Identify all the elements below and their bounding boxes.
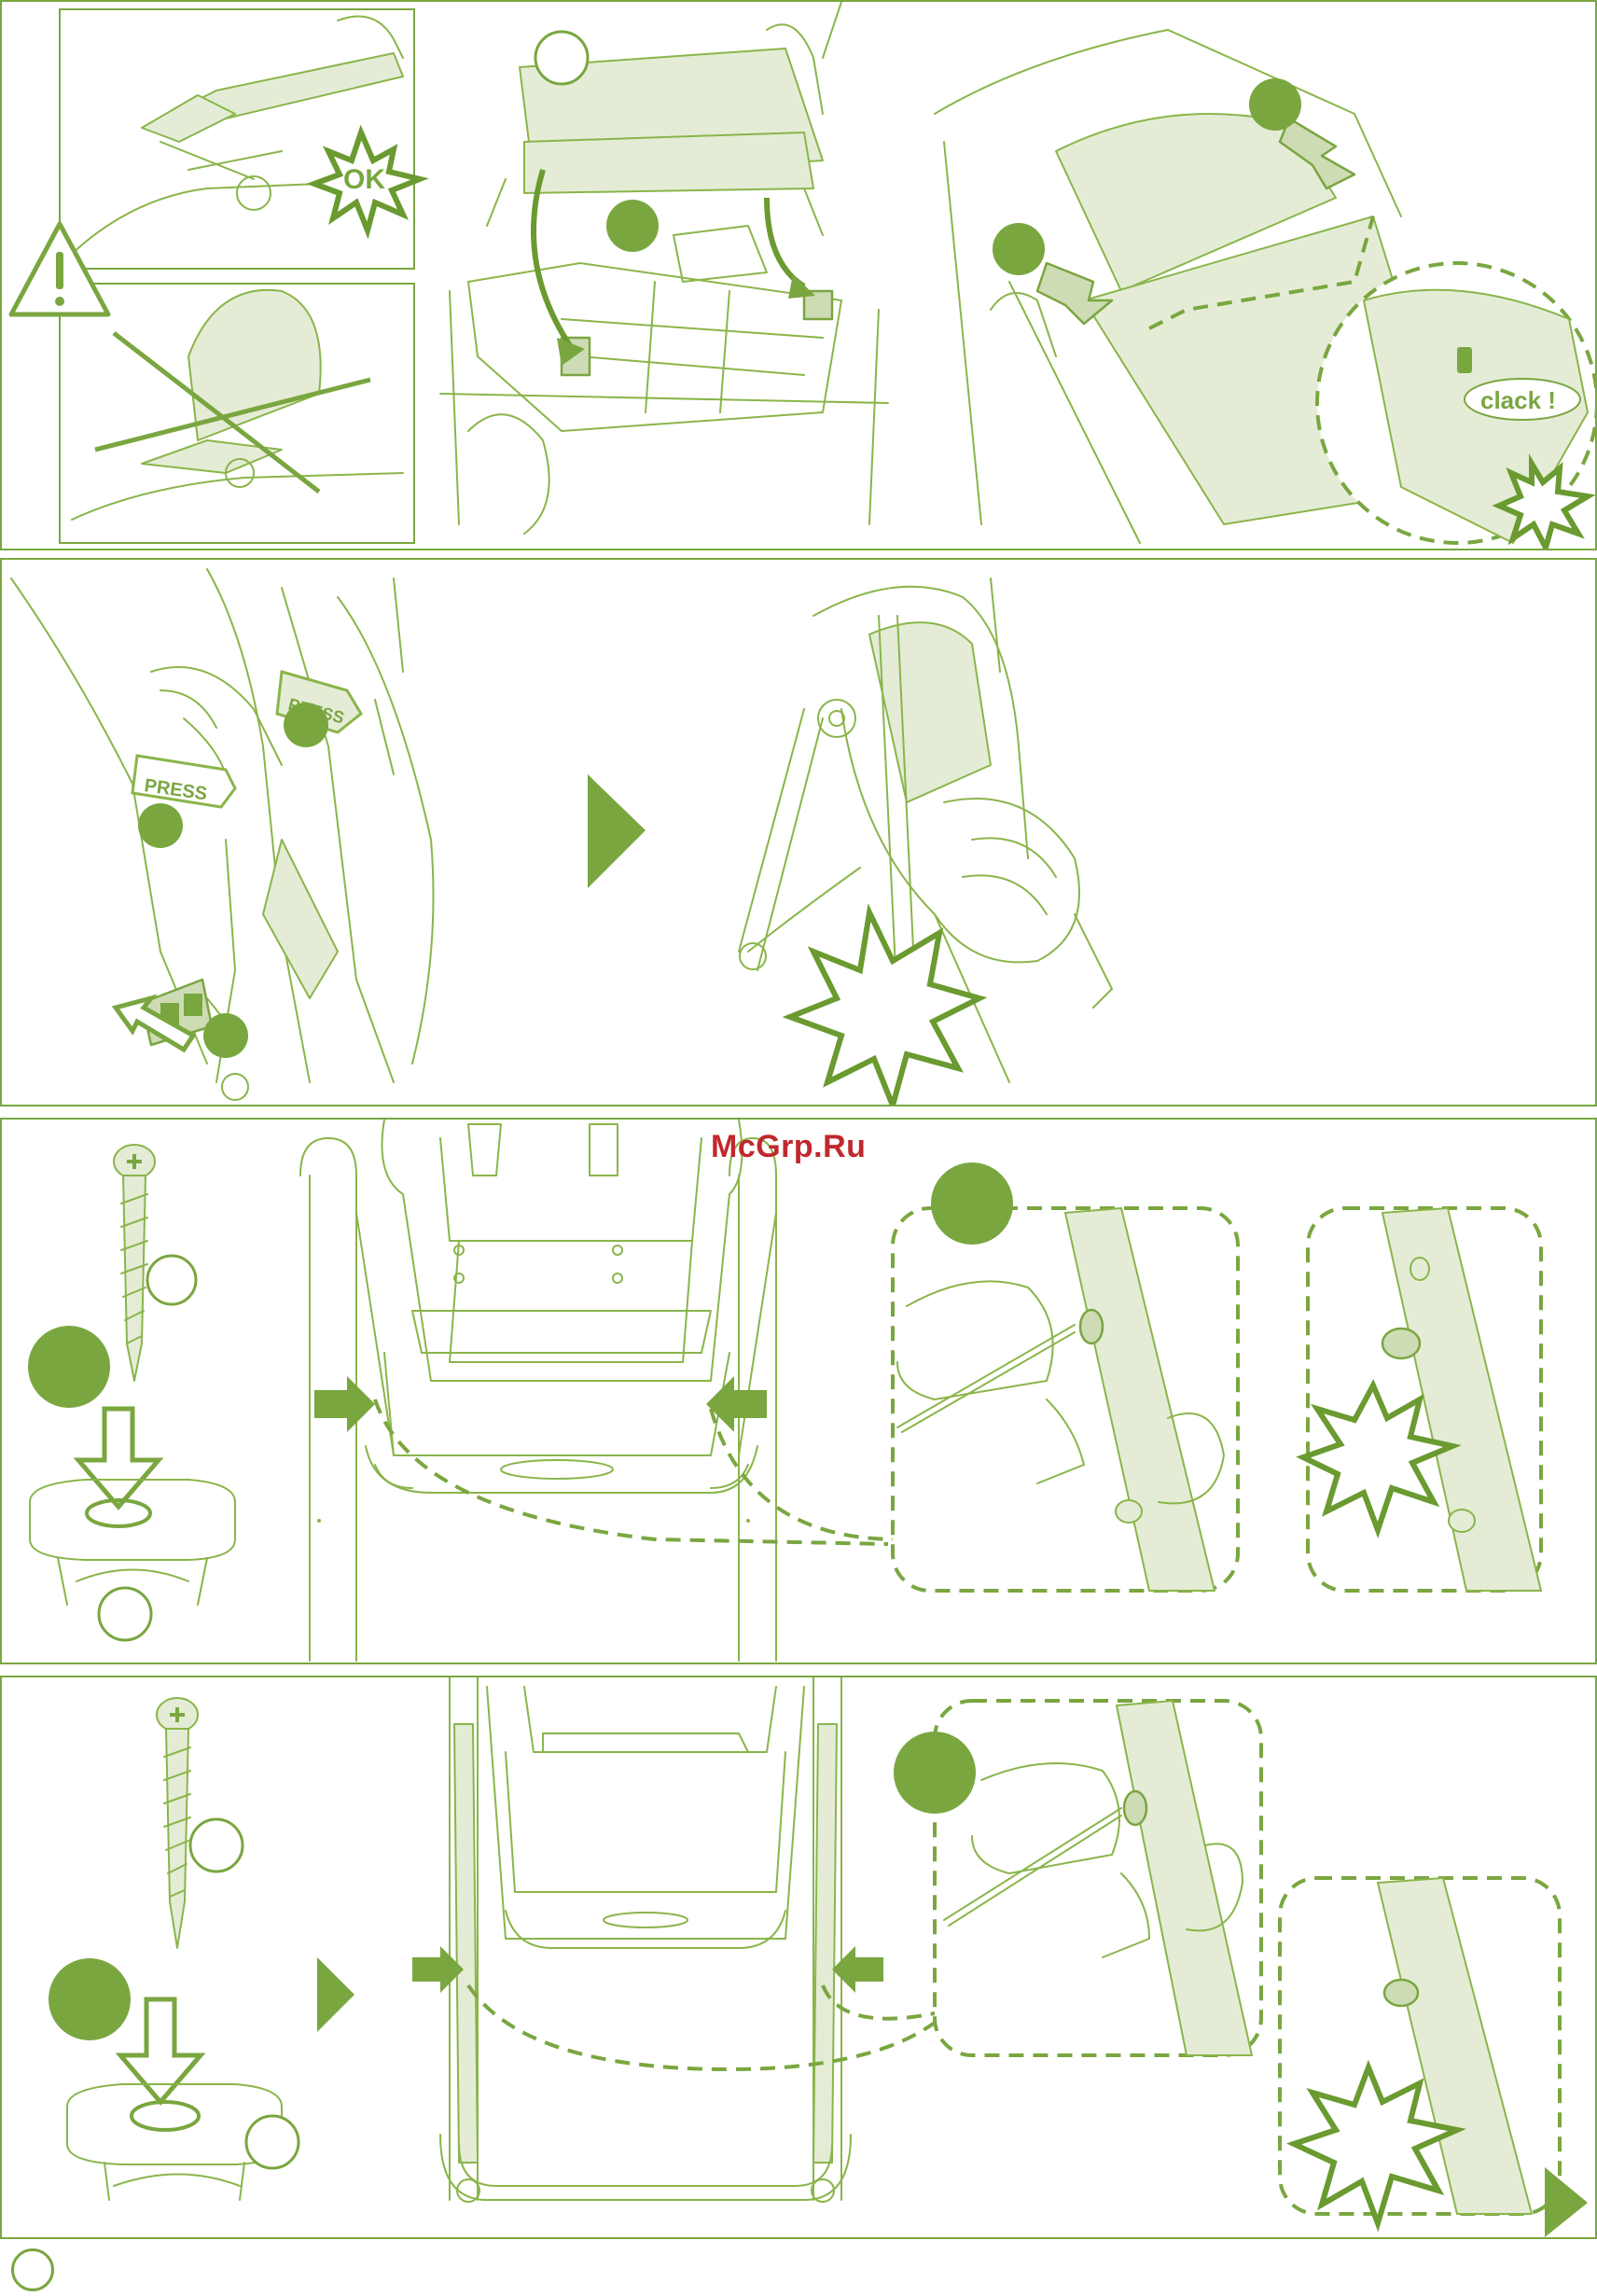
step-number-dot (606, 200, 659, 252)
step-4-illustration (2, 1677, 1595, 2237)
chair-front-illustration (300, 1120, 776, 1661)
step-number-ring (535, 32, 588, 84)
step-number-dot (138, 803, 183, 848)
screw-icon (114, 1145, 155, 1381)
zoom-box-locked (1303, 1208, 1541, 1591)
step-number-dot (284, 703, 328, 747)
base-cap-illustration (30, 1480, 235, 1605)
left-pointing-arrow-icon (706, 1376, 767, 1432)
press-tag-1: PRESS (132, 756, 235, 807)
next-step-arrow-icon (317, 1957, 354, 2032)
ok-label: OK (343, 164, 385, 195)
step-number-dot (894, 1732, 976, 1814)
step-number-ring (99, 1588, 151, 1640)
step-panel-2: PRESS PRESS (0, 558, 1597, 1106)
step-number-ring (147, 1256, 196, 1304)
watermark-text: McGrp.Ru (711, 1129, 897, 1176)
step-number-ring (246, 2116, 299, 2168)
step-1-illustration: OK (2, 2, 1595, 549)
clack-zoom-circle: clack ! (1317, 263, 1595, 548)
step-number-dot (203, 1013, 248, 1058)
seat-insertion-illustration (440, 2, 888, 534)
step-number-dot (1249, 78, 1301, 131)
step-number-dot (993, 223, 1045, 275)
left-pointing-arrow-icon (832, 1946, 883, 1993)
down-arrow-icon (120, 1999, 201, 2102)
step-2-illustration: PRESS PRESS (2, 560, 1595, 1105)
step-panel-1: OK (0, 0, 1597, 550)
zoom-box-screwing (893, 1208, 1238, 1591)
chair-rear-illustration (440, 1677, 851, 2202)
step-panel-3 (0, 1118, 1597, 1664)
step-number-ring (190, 1819, 243, 1872)
clack-label: clack ! (1480, 386, 1556, 414)
next-step-arrow-icon (1545, 2167, 1588, 2237)
step-panel-4 (0, 1676, 1597, 2239)
zoom-box-screwing (935, 1701, 1261, 2055)
zoom-box-locked (1280, 1878, 1560, 2223)
step-3-illustration (2, 1120, 1595, 1663)
step-number-dot (49, 1958, 131, 2040)
step-number-dot (28, 1326, 110, 1408)
burst-icon (790, 912, 979, 1105)
right-pointing-arrow-icon (314, 1376, 375, 1432)
step-number-dot (931, 1162, 1013, 1245)
page-number-ring (11, 2248, 54, 2291)
next-step-arrow-icon (588, 774, 646, 888)
screw-icon (157, 1698, 198, 1948)
down-arrow-icon (78, 1409, 159, 1507)
